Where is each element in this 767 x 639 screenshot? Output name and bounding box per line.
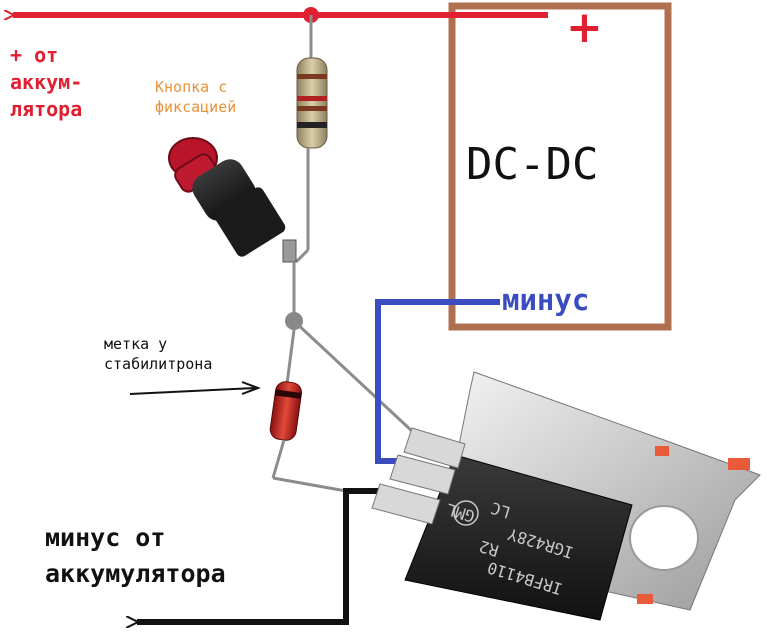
mosfet-marking-line2: R2 [477,537,501,561]
dc-dc-module-box [448,2,672,331]
latching-button-label: Кнопка с фиксацией [155,78,237,116]
dc-minus-label: минус [502,283,590,317]
mosfet-marking-line4: LC [489,498,513,522]
battery-minus-wire [137,488,380,622]
dc-dc-title: DC-DC [466,139,599,190]
minus-from-battery-label: минус от аккумулятора [45,523,226,588]
mosfet-drain-pin [389,454,456,495]
dc-plus-label: + [566,2,603,53]
mosfet-gate-pin [403,427,466,469]
mosfet-body [404,454,633,621]
zener-mark-label: метка у стабилитрона [104,335,213,373]
latching-button [168,137,297,263]
zener-bottom-lead [271,439,286,479]
resistor-to-button-wire [294,248,310,264]
mosfet-mounting-hole [629,505,699,571]
zener-to-source-wire [272,476,347,493]
zener-top-lead [285,329,296,385]
mosfet-transistor: IRFB4110 R2 IGR428Y LC GML [371,371,761,621]
plus-from-battery-label: + от аккум- лятора [10,43,83,121]
zener-pointer-arrowhead [241,381,261,395]
zener-pointer-arrow [129,387,256,395]
mosfet-source-pin [371,483,441,525]
resistor [296,57,328,149]
dc-minus-wire [375,299,500,464]
gate-wire [292,319,415,434]
zener-diode [269,381,302,441]
